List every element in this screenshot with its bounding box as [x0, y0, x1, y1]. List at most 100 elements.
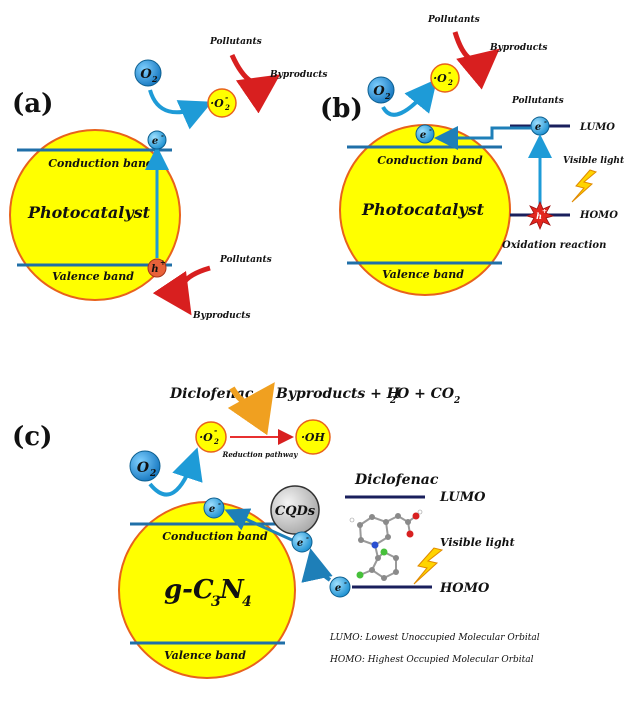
svg-text:-: -	[218, 499, 221, 508]
panel-a: (a) Conduction band Photocatalyst Valenc…	[9, 37, 327, 321]
valence-band-label-a: Valence band	[52, 270, 134, 283]
svg-text:-: -	[344, 578, 347, 587]
visible-light-label-b: Visible light	[563, 156, 625, 166]
degradation-arrow-bottom-a	[152, 265, 211, 316]
svg-text:O: O	[373, 84, 385, 99]
svg-text:4: 4	[242, 594, 252, 610]
svg-text:-: -	[214, 425, 217, 435]
diclofenac-right-label: Diclofenac	[354, 472, 439, 488]
svg-text:CQDs: CQDs	[275, 504, 316, 519]
superoxide-radical-a: ·O 2 -	[207, 88, 237, 118]
cqds-particle: CQDs	[270, 485, 320, 535]
g-c3n4-label: g-C 3 N 4	[164, 575, 252, 610]
diclofenac-molecule	[359, 515, 417, 579]
svg-text:g-C: g-C	[164, 575, 214, 605]
o2-molecule-b: O 2	[367, 76, 395, 104]
reduction-arrow-b	[381, 78, 438, 117]
panel-c-label: (c)	[12, 422, 52, 452]
pollutants-mid-label-b: Pollutants	[511, 96, 564, 106]
electron-cqd-c: e -	[291, 531, 313, 553]
electron-lumo-b: e -	[530, 116, 550, 136]
svg-text:e: e	[420, 130, 426, 141]
svg-text:2: 2	[151, 74, 158, 84]
svg-text:2: 2	[149, 469, 156, 479]
svg-text:-: -	[306, 533, 309, 542]
svg-text:-: -	[161, 131, 164, 140]
hydroxyl-radical-c: ·OH	[295, 419, 331, 455]
electron-a: e -	[147, 130, 167, 150]
svg-text:h: h	[536, 211, 542, 221]
svg-text:Byproducts + H: Byproducts + H	[275, 386, 401, 402]
electron-cb-c: e -	[203, 497, 225, 519]
conduction-band-label-c: Conduction band	[162, 530, 268, 543]
photocatalyst-sphere-a	[9, 129, 181, 301]
pollutants-top-label-b: Pollutants	[427, 15, 480, 25]
panel-b-label: (b)	[320, 94, 363, 124]
visible-light-label-c: Visible light	[440, 536, 515, 549]
pollutants-top-label-a: Pollutants	[209, 37, 262, 47]
svg-text:-: -	[225, 92, 228, 102]
svg-text:2: 2	[389, 396, 396, 406]
byproducts-top-label-b: Byproducts	[489, 43, 547, 53]
electron-homo-c: e -	[329, 576, 351, 598]
svg-text:+: +	[542, 208, 547, 215]
svg-text:·O: ·O	[210, 97, 224, 110]
homo-label-b: HOMO	[579, 210, 618, 221]
conduction-band-label-b: Conduction band	[377, 154, 483, 167]
degradation-arrow-top-a	[229, 53, 281, 114]
homo-definition: HOMO: Highest Occupied Molecular Orbital	[329, 655, 534, 665]
panel-b: (b) Conduction band Photocatalyst Valenc…	[320, 15, 625, 296]
o2-molecule-a: O 2	[134, 59, 162, 87]
photocatalyst-label-b: Photocatalyst	[361, 200, 485, 219]
svg-text:2: 2	[213, 437, 219, 446]
svg-text:2: 2	[453, 396, 460, 406]
degradation-arrow-top-b	[452, 31, 500, 90]
reduction-arrow-a	[148, 89, 213, 130]
reduction-arrow-c	[148, 447, 203, 497]
svg-text:e: e	[152, 136, 158, 147]
lightning-icon-b	[571, 169, 598, 203]
superoxide-radical-b: ·O 2 -	[430, 63, 460, 93]
svg-text:2: 2	[224, 103, 230, 112]
svg-text:N: N	[219, 575, 245, 605]
photocatalyst-label-a: Photocatalyst	[27, 203, 151, 222]
svg-text:+: +	[160, 258, 166, 267]
electron-cb-b: e -	[415, 124, 435, 144]
byproducts-bottom-label-a: Byproducts	[192, 311, 250, 321]
oxidation-reaction-label-b: Oxidation reaction	[502, 240, 606, 251]
svg-text:O + CO: O + CO	[397, 386, 455, 402]
pollutants-bottom-label-a: Pollutants	[219, 255, 272, 265]
svg-text:2: 2	[447, 78, 453, 87]
svg-text:e: e	[297, 538, 303, 549]
diclofenac-atoms	[349, 509, 423, 581]
svg-text:·O: ·O	[433, 72, 447, 85]
svg-text:e: e	[535, 122, 541, 133]
lightning-icon-c	[413, 547, 444, 585]
electron-transfer-arrow-c2	[301, 548, 333, 583]
o2-molecule-c: O 2	[129, 450, 161, 482]
valence-band-label-c: Valence band	[164, 649, 246, 662]
electron-transfer-arrow-c1	[224, 508, 293, 542]
byproducts-top-label-a: Byproducts	[269, 70, 327, 80]
homo-label-c: HOMO	[439, 581, 490, 596]
lumo-label-b: LUMO	[579, 122, 615, 133]
oxidation-arrow-c	[227, 382, 275, 436]
byproducts-equation: Byproducts + H 2 O + CO 2	[275, 386, 460, 406]
electron-transfer-arrow-b	[434, 126, 532, 150]
svg-text:2: 2	[384, 91, 391, 101]
superoxide-radical-c: ·O 2 -	[195, 421, 227, 453]
svg-text:e: e	[209, 504, 215, 515]
panel-a-label: (a)	[12, 89, 53, 119]
lumo-label-c: LUMO	[439, 490, 486, 505]
lumo-definition: LUMO: Lowest Unoccupied Molecular Orbita…	[329, 633, 540, 643]
svg-text:O: O	[137, 460, 150, 476]
panel-c: (c) Diclofenac Byproducts + H 2 O + CO 2…	[12, 382, 540, 679]
svg-text:-: -	[448, 67, 451, 77]
svg-text:-: -	[544, 117, 547, 126]
reduction-pathway-label: Reduction pathway	[222, 450, 299, 459]
conduction-band-label-a: Conduction band	[48, 157, 154, 170]
svg-text:h: h	[151, 264, 158, 275]
valence-band-label-b: Valence band	[382, 268, 464, 281]
hole-star-b: h +	[525, 200, 555, 231]
